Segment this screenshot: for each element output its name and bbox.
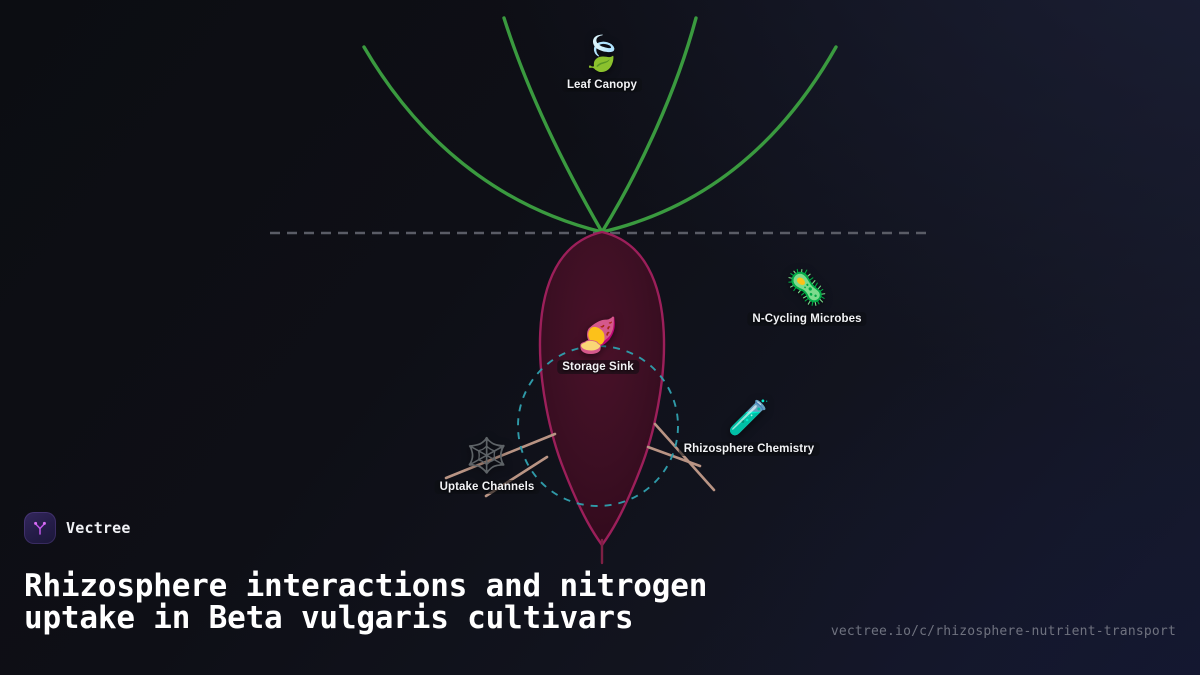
diagram-node-n-cycling-microbes[interactable]: 🦠 N-Cycling Microbes [747, 268, 867, 326]
rhizosphere-zone-ring [517, 345, 679, 507]
canopy-arc-far-right [600, 45, 838, 234]
node-label-n-cycling-microbes: N-Cycling Microbes [747, 312, 867, 326]
node-label-uptake-channels: Uptake Channels [434, 480, 540, 494]
test-tube-icon: 🧪 [727, 399, 771, 437]
brand-lockup[interactable]: Vectree [24, 512, 131, 544]
diagram-node-uptake-channels[interactable]: 🕸️ Uptake Channels [434, 436, 540, 494]
node-label-leaf-canopy: Leaf Canopy [561, 78, 643, 92]
node-label-storage-sink: Storage Sink [557, 360, 639, 374]
vectree-tree-mark-icon [24, 512, 56, 544]
roasted-sweet-potato-icon: 🍠 [576, 317, 620, 355]
node-label-rhizosphere-chemistry: Rhizosphere Chemistry [678, 442, 820, 456]
canopy-arc-right [600, 16, 698, 234]
canopy-arc-left [502, 16, 604, 234]
diagram-node-leaf-canopy[interactable]: 🍃 Leaf Canopy [561, 34, 643, 92]
root-hair-lower-right [646, 445, 702, 468]
brand-name: Vectree [66, 519, 131, 537]
beet-root-body [538, 230, 666, 547]
page-title: Rhizosphere interactions and nitrogen up… [24, 567, 708, 636]
spider-web-icon: 🕸️ [465, 437, 509, 475]
source-url: vectree.io/c/rhizosphere-nutrient-transp… [830, 624, 1176, 639]
canopy-arc-far-left [362, 45, 604, 234]
root-hair-upper-right [653, 422, 716, 492]
microbe-icon: 🦠 [785, 269, 829, 307]
diagram-node-rhizosphere-chemistry[interactable]: 🧪 Rhizosphere Chemistry [678, 398, 820, 456]
leaf-fluttering-icon: 🍃 [580, 35, 624, 73]
root-hair-upper-left [444, 432, 557, 480]
canopy-arc-group [362, 16, 838, 234]
diagram-node-storage-sink[interactable]: 🍠 Storage Sink [557, 316, 639, 374]
